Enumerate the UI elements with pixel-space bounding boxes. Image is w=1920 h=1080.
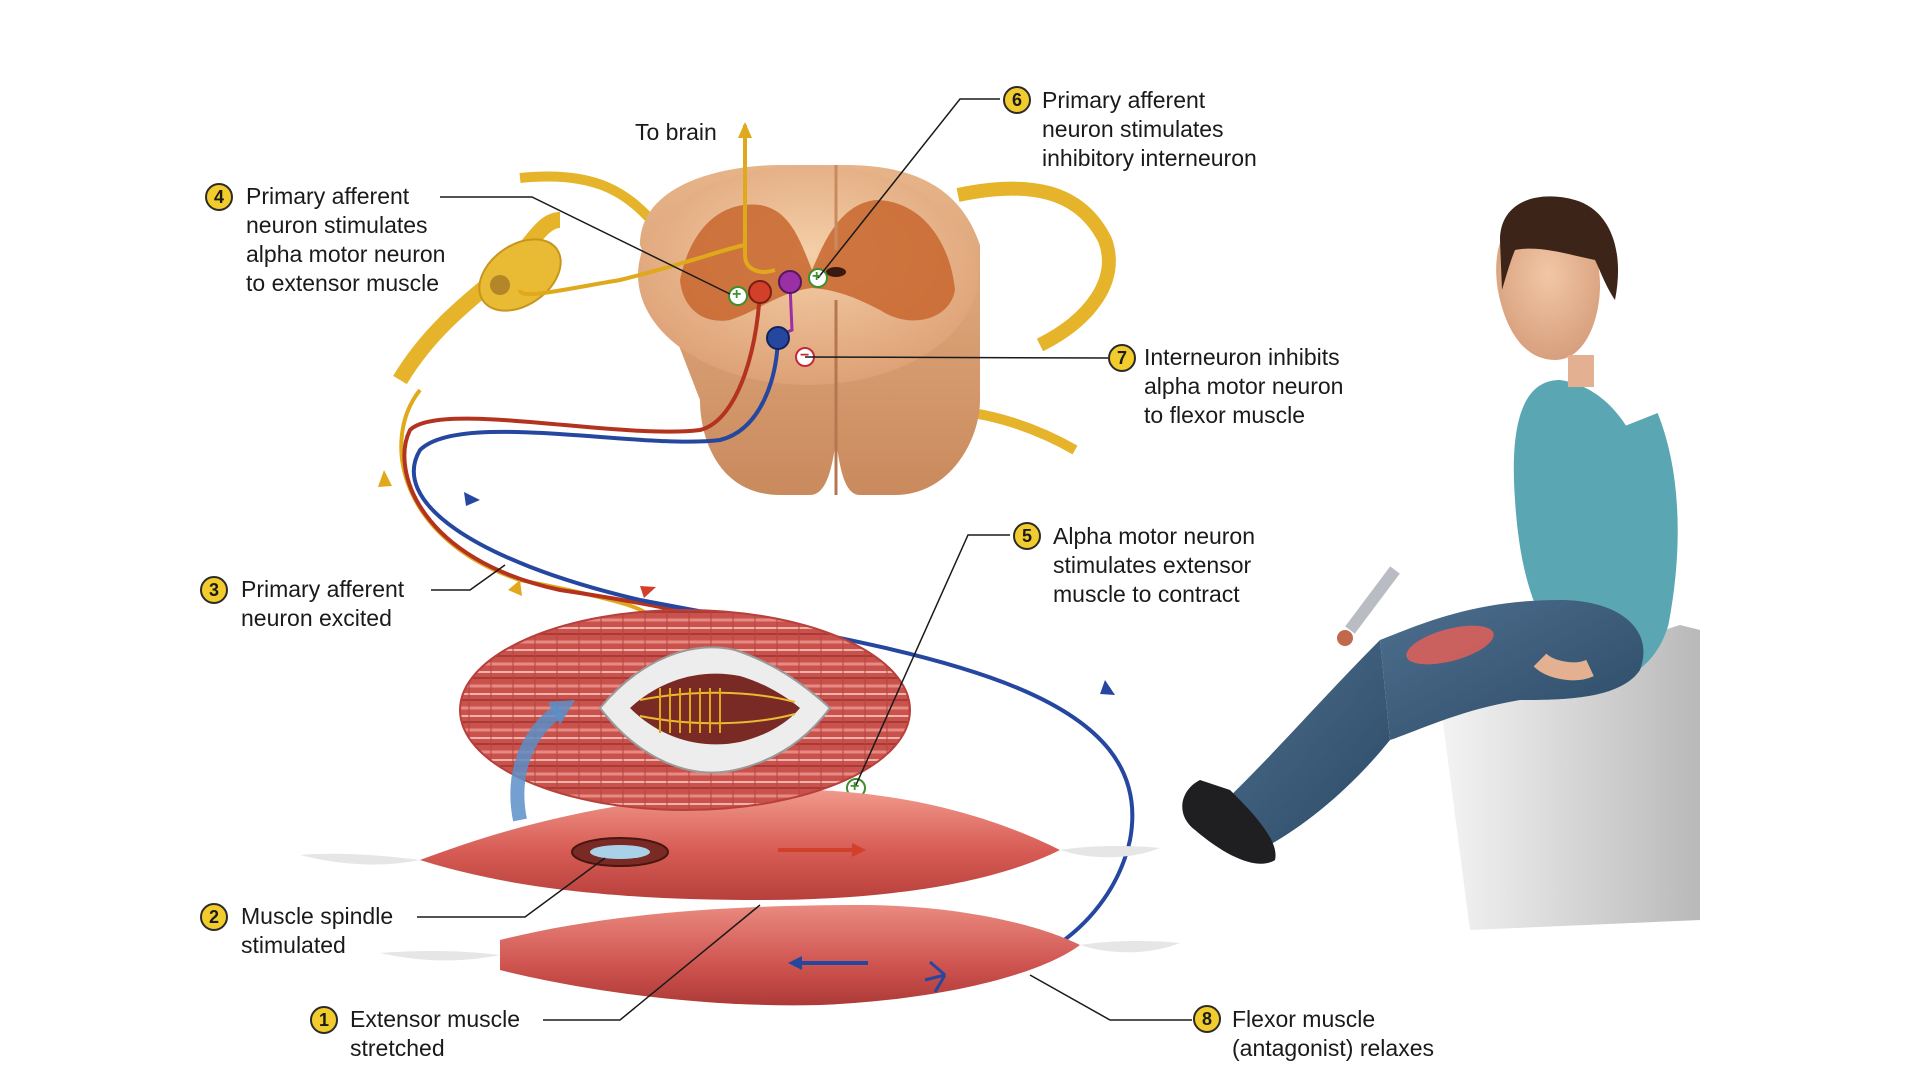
step-8-line-1: Flexor muscle: [1232, 1006, 1376, 1032]
afferent-cell-body: [490, 275, 510, 295]
muscle-spindle-magnified: [459, 609, 911, 867]
step-5-label: Alpha motor neuron stimulates extensor m…: [1053, 522, 1255, 609]
step-6-label: Primary afferent neuron stimulates inhib…: [1042, 86, 1257, 173]
leader-8: [1029, 974, 1192, 1021]
step-8-line-2: (antagonist) relaxes: [1232, 1035, 1434, 1061]
afferent-arrow-up: [378, 470, 392, 487]
step-7-label: Interneuron inhibits alpha motor neuron …: [1144, 343, 1343, 430]
step-5-line-3: muscle to contract: [1053, 581, 1240, 607]
leader-6: [817, 98, 1000, 279]
step-1-badge: 1: [310, 1006, 338, 1034]
flexor-motor-neuron-soma: [766, 326, 790, 350]
afferent-arrow: [508, 580, 522, 596]
step-5-line-1: Alpha motor neuron: [1053, 523, 1256, 549]
alpha-motor-neuron-flexor: [411, 331, 1135, 978]
motor-arrow-red: [640, 586, 656, 598]
step-2-line-1: Muscle spindle: [241, 903, 394, 929]
synapse-sign-excitatory-5: +: [850, 778, 860, 795]
afferent-fiber-root: [518, 243, 746, 297]
step-5-line-2: stimulates extensor: [1053, 552, 1252, 578]
extensor-motor-neuron-soma: [748, 280, 772, 304]
sweater: [1513, 380, 1660, 661]
step-4-label: Primary afferent neuron stimulates alpha…: [246, 182, 445, 298]
step-6-line-3: inhibitory interneuron: [1042, 145, 1257, 171]
step-4-line-4: to extensor muscle: [246, 270, 440, 296]
step-6-line-1: Primary afferent: [1042, 87, 1206, 113]
step-8-label: Flexor muscle (antagonist) relaxes: [1232, 1005, 1434, 1063]
step-2-badge: 2: [200, 903, 228, 931]
leader-3: [431, 564, 506, 591]
leader-4: [440, 196, 731, 295]
direction-arrows: [378, 122, 1115, 695]
step-3-line-2: neuron excited: [241, 605, 392, 631]
step-5-badge: 5: [1013, 522, 1041, 550]
leader-1: [543, 904, 761, 1021]
step-2-line-2: stimulated: [241, 932, 346, 958]
motor-arrow-blue-2: [1100, 680, 1115, 695]
spinal-cord: [519, 165, 1116, 495]
leader-7: [804, 356, 1109, 359]
step-1-label: Extensor muscle stretched: [350, 1005, 520, 1063]
leader-5: [855, 534, 1010, 786]
hair: [1500, 196, 1619, 300]
step-4-line-1: Primary afferent: [246, 183, 410, 209]
step-4-badge: 4: [205, 183, 233, 211]
step-7-badge: 7: [1108, 344, 1136, 372]
synapse-sign-excitatory-6: +: [812, 268, 822, 285]
neuron-cell-bodies: [748, 270, 802, 350]
leader-lines: [417, 98, 1192, 1021]
afferent-to-brain: [743, 125, 776, 274]
step-6-badge: 6: [1003, 86, 1031, 114]
step-1-line-2: stretched: [350, 1035, 445, 1061]
leader-2: [417, 857, 606, 918]
step-1-line-1: Extensor muscle: [350, 1006, 521, 1032]
synapse-sign-excitatory-4: +: [732, 286, 742, 303]
step-4-line-2: neuron stimulates: [246, 212, 428, 238]
extensor-muscle: [300, 789, 1160, 900]
seated-person: [1182, 196, 1700, 930]
step-2-label: Muscle spindle stimulated: [241, 902, 393, 960]
step-7-line-3: to flexor muscle: [1144, 402, 1306, 428]
step-3-label: Primary afferent neuron excited: [241, 575, 404, 633]
arrow-to-brain: [738, 122, 752, 138]
interneuron-soma: [778, 270, 802, 294]
boot: [1182, 780, 1276, 864]
step-4-line-3: alpha motor neuron: [246, 241, 446, 267]
to-brain-label: To brain: [635, 119, 717, 145]
step-3-line-1: Primary afferent: [241, 576, 405, 602]
step-3-badge: 3: [200, 576, 228, 604]
flexor-muscle: [380, 905, 1180, 1006]
step-7-line-1: Interneuron inhibits: [1144, 344, 1340, 370]
central-canal: [826, 267, 846, 277]
motor-arrow-blue-1: [464, 492, 480, 506]
step-7-line-2: alpha motor neuron: [1144, 373, 1344, 399]
step-6-line-2: neuron stimulates: [1042, 116, 1224, 142]
step-8-badge: 8: [1193, 1005, 1221, 1033]
synapse-sign-inhibitory: −: [800, 347, 810, 364]
lower-leg: [1210, 640, 1390, 850]
